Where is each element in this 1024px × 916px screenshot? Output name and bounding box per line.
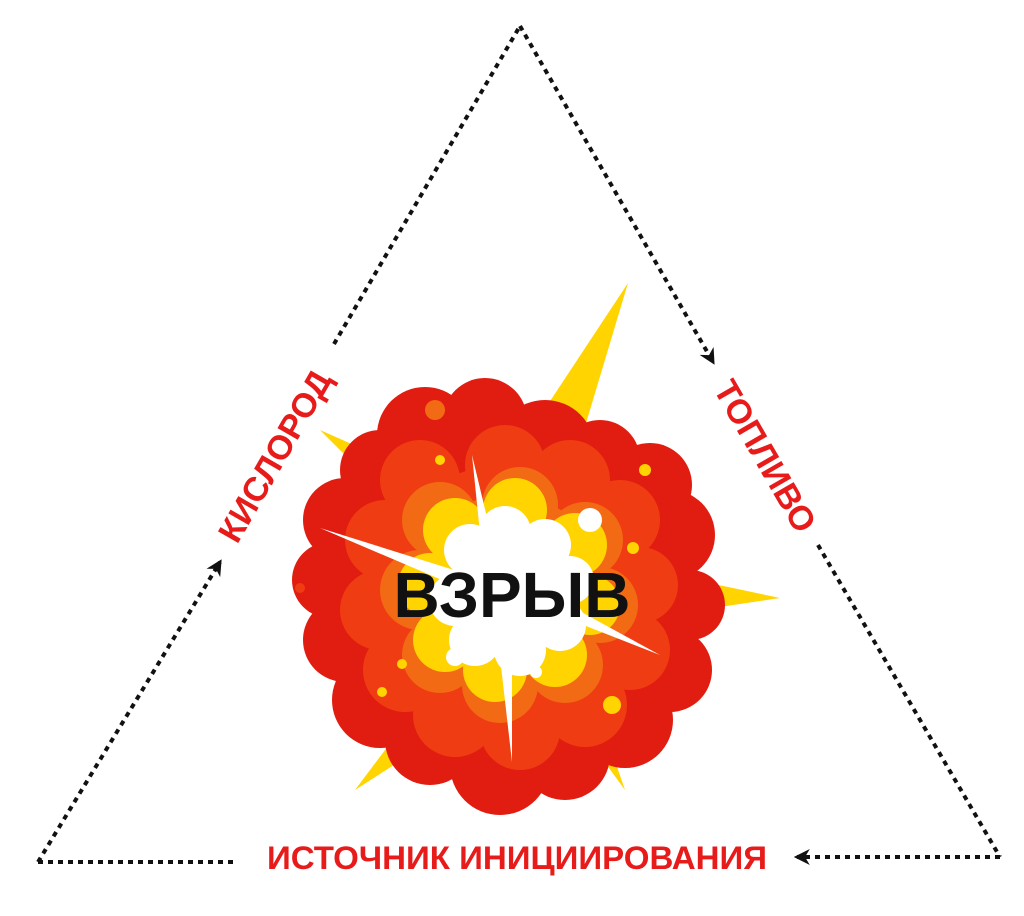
- center-label: ВЗРЫВ: [393, 559, 630, 631]
- edge-left-lower: [36, 559, 222, 864]
- explosion-white-rays: [320, 455, 660, 762]
- edge-left-upper: [332, 24, 522, 346]
- vertex-label-right: ТОПЛИВО: [706, 374, 824, 540]
- explosion-icon: [292, 283, 780, 815]
- edge-right-lower: [816, 543, 1002, 859]
- triangle-edges: [36, 24, 1002, 865]
- edge-top-right: [518, 25, 715, 365]
- explosion-dots: [295, 400, 651, 714]
- vertex-label-bottom: ИСТОЧНИК ИНИЦИИРОВАНИЯ: [267, 840, 767, 876]
